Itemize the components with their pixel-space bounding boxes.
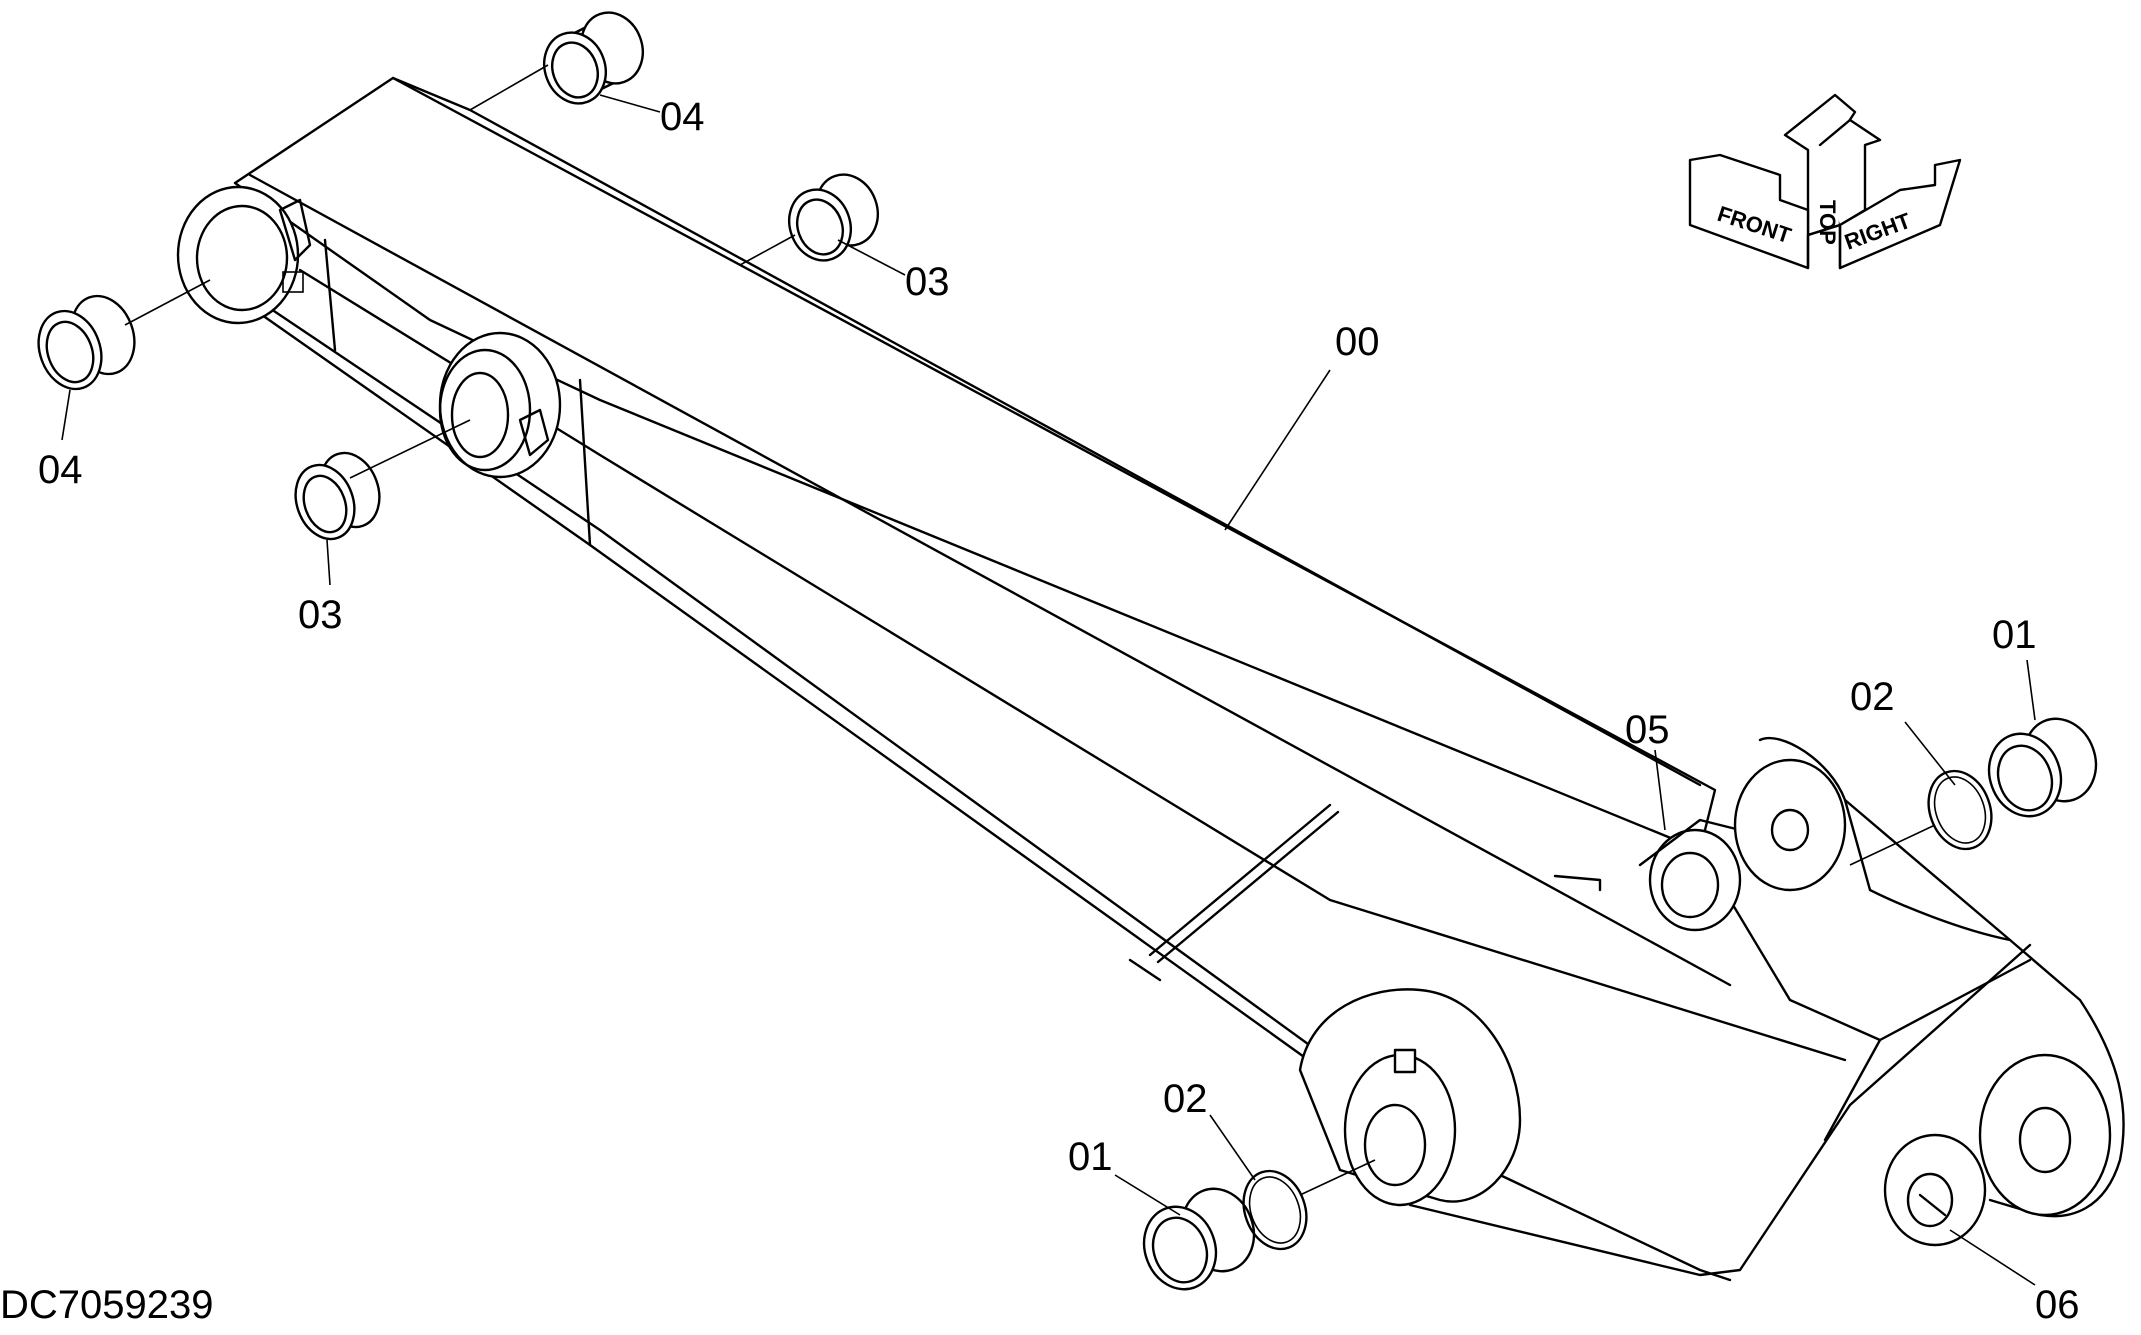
callout-02-right: 02 xyxy=(1850,675,1895,719)
callout-00: 00 xyxy=(1335,320,1380,364)
callout-03-upper: 03 xyxy=(905,260,950,304)
bushing-03-lower xyxy=(294,451,381,541)
bushing-04-top xyxy=(543,11,644,105)
seal-02-bottom xyxy=(1242,1169,1308,1251)
leader-lines xyxy=(61,94,2036,1286)
lower-boss-06 xyxy=(1883,1133,1987,1247)
assembly-lines xyxy=(124,64,1936,1196)
upper-boss-05 xyxy=(1553,818,1742,932)
drawing-id: DC7059239 xyxy=(0,1283,214,1327)
bushing-01-right xyxy=(1987,717,2098,818)
lower-big-boss xyxy=(1298,988,1522,1207)
middle-boss xyxy=(438,331,562,479)
callout-01-bottom: 01 xyxy=(1068,1135,1113,1179)
callout-01-right: 01 xyxy=(1992,613,2037,657)
callout-04-left: 04 xyxy=(38,448,83,492)
left-end-boss xyxy=(176,185,312,325)
callout-05: 05 xyxy=(1625,708,1670,752)
callout-06: 06 xyxy=(2035,1283,2080,1327)
right-lower-boss xyxy=(1978,1053,2112,1217)
callout-04-top: 04 xyxy=(660,95,705,139)
orientation-indicator: FRONT TOP RIGHT xyxy=(1688,93,1962,270)
callout-02-bottom: 02 xyxy=(1163,1077,1208,1121)
bushing-03-upper xyxy=(788,173,879,262)
bushing-04-left xyxy=(37,294,136,391)
callout-03-lower: 03 xyxy=(298,593,343,637)
orientation-top: TOP xyxy=(1815,200,1840,245)
right-upper-ear xyxy=(1733,758,1847,892)
bushing-01-bottom xyxy=(1142,1187,1256,1291)
seal-02-right xyxy=(1927,769,1993,851)
